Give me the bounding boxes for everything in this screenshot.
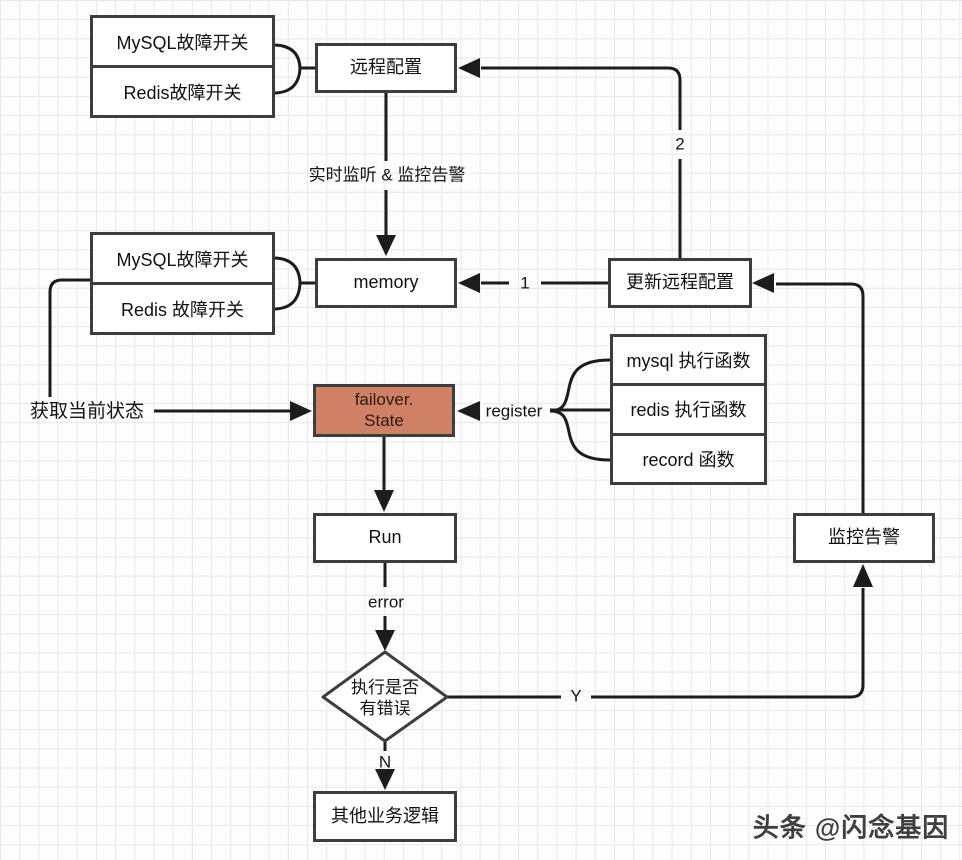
edge-label-step1: 1 bbox=[520, 273, 530, 293]
arrowhead-into-remote-config bbox=[458, 58, 480, 78]
connector-decision-yes bbox=[447, 588, 865, 699]
node-memory: memory bbox=[315, 258, 457, 308]
edge-label-error: error bbox=[368, 592, 404, 612]
node-mysql-handler: mysql 执行函数 bbox=[626, 351, 751, 372]
arrowhead-into-memory-top bbox=[376, 235, 396, 256]
node-update-remote-config: 更新远程配置 bbox=[608, 258, 752, 308]
connector-update-to-remote bbox=[481, 66, 682, 258]
node-redis-memory-switch: Redis 故障开关 bbox=[93, 282, 272, 332]
arrowhead-into-run bbox=[374, 490, 394, 512]
brace-config-switches bbox=[274, 43, 316, 95]
arrowhead-into-failover-right bbox=[457, 401, 480, 421]
edge-label-yes: Y bbox=[570, 686, 582, 706]
edge-label-step2: 2 bbox=[675, 134, 685, 154]
arrowhead-into-monitor bbox=[853, 564, 873, 587]
node-config-switch-group: MySQL故障开关 Redis故障开关 bbox=[90, 15, 275, 118]
edge-label-listen: 实时监听 & 监控告警 bbox=[308, 165, 466, 185]
node-mysql-config-switch: MySQL故障开关 bbox=[116, 32, 249, 53]
node-memory-switch-group: MySQL故障开关 Redis 故障开关 bbox=[90, 232, 275, 335]
connector-get-state bbox=[48, 278, 290, 413]
edge-label-no: N bbox=[378, 752, 392, 772]
brace-register-handlers bbox=[549, 358, 611, 462]
node-record-handler: record 函数 bbox=[613, 432, 764, 482]
node-remote-config: 远程配置 bbox=[315, 43, 457, 93]
connector-monitor-to-update bbox=[776, 282, 865, 513]
node-decision-text: 执行是否 有错误 bbox=[351, 677, 419, 718]
arrowhead-into-update bbox=[752, 273, 774, 293]
decision-diamond-shape bbox=[321, 650, 449, 743]
node-run: Run bbox=[313, 513, 457, 563]
node-handler-group: mysql 执行函数 redis 执行函数 record 函数 bbox=[610, 334, 767, 485]
node-redis-handler: redis 执行函数 bbox=[613, 383, 764, 432]
node-mysql-memory-switch: MySQL故障开关 bbox=[116, 249, 249, 270]
node-failover-state: failover. State bbox=[313, 384, 455, 437]
arrowhead-into-other-logic bbox=[375, 769, 395, 790]
watermark-text: 头条 @闪念基因 bbox=[752, 812, 950, 843]
node-monitor-alert: 监控告警 bbox=[793, 513, 935, 563]
arrowhead-into-memory-right bbox=[458, 273, 480, 293]
edge-label-register: register bbox=[485, 401, 543, 421]
edge-label-get-state: 获取当前状态 bbox=[29, 401, 145, 423]
node-redis-config-switch: Redis故障开关 bbox=[93, 65, 272, 115]
brace-memory-switches bbox=[274, 256, 316, 311]
node-other-logic: 其他业务逻辑 bbox=[313, 791, 457, 842]
arrowhead-into-decision bbox=[375, 630, 395, 651]
arrowhead-into-failover-left bbox=[290, 401, 312, 421]
